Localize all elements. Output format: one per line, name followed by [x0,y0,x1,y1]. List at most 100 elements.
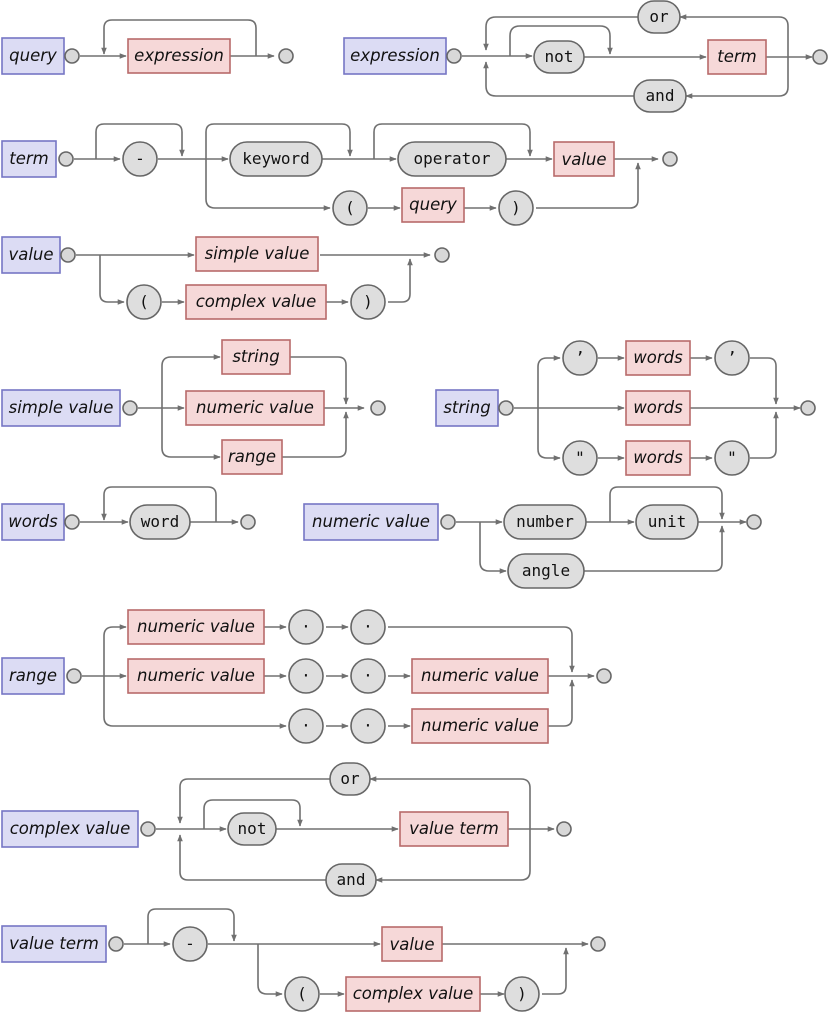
literal-dot [288,708,324,744]
rule-label-query [1,37,65,75]
nonterminal-complex-value-text: complex value [196,292,317,311]
rule-label-string [435,389,499,427]
rule-label-range-text: range [9,666,57,685]
literal-and [325,863,377,897]
rule-string: string ’ words ’ words " words " [435,340,816,476]
rule-label-term-text: term [9,149,48,168]
nonterminal-words [625,340,691,376]
start-terminal [498,400,514,416]
start-terminal [440,514,456,530]
nonterminal-complex-value [345,976,481,1012]
literal-minus-text: - [185,934,195,953]
nonterminal-numeric-value [127,609,265,645]
literal-number-text: number [516,512,574,531]
end-terminal [590,936,606,952]
literal-lparen [284,976,320,1012]
rule-expression: expression or not term and [343,0,828,113]
nonterminal-string [221,339,291,375]
end-terminal [746,514,762,530]
end-terminal [662,151,678,167]
literal-dot [350,658,386,694]
start-terminal [446,48,462,64]
literal-or [637,0,681,34]
literal-double-quote-close [714,440,750,476]
rule-label-numeric-value [303,503,439,541]
rule-numeric-value: numeric value number unit angle [303,486,762,589]
literal-dot [350,609,386,645]
nonterminal-value [553,141,615,177]
rule-label-complex-value-text: complex value [10,819,131,838]
nonterminal-value [381,926,443,962]
literal-not-text: not [545,47,574,66]
nonterminal-simple-value-text: simple value [205,244,310,263]
end-terminal [278,48,294,64]
literal-lparen-text: ( [297,984,307,1003]
nonterminal-numeric-value-text: numeric value [196,398,314,417]
start-terminal [58,151,74,167]
literal-lparen [332,190,368,226]
nonterminal-complex-value-text: complex value [353,984,474,1003]
end-terminal [800,400,816,416]
literal-single-quote-open-text: ’ [575,348,585,367]
rule-label-words [1,503,65,541]
literal-lparen [126,284,162,320]
literal-rparen-text: ) [363,292,373,311]
literal-not-text: not [238,819,267,838]
rule-label-range [1,657,65,695]
rule-label-string-text: string [443,398,490,417]
nonterminal-simple-value [195,236,319,272]
nonterminal-value-term [399,811,509,847]
literal-single-quote-close-text: ’ [727,348,737,367]
literal-keyword-text: keyword [242,149,309,168]
start-terminal [108,936,124,952]
nonterminal-term [707,39,767,75]
literal-word-text: word [141,512,180,531]
nonterminal-numeric-value-text: numeric value [137,617,255,636]
end-terminal [434,247,450,263]
nonterminal-value-text: value [561,150,606,169]
literal-operator-text: operator [413,149,490,168]
literal-single-quote-open [562,340,598,376]
literal-angle-text: angle [522,561,570,580]
literal-angle [507,553,585,589]
literal-dot-text: · [301,716,311,735]
literal-and-text: and [646,86,675,105]
nonterminal-complex-value [185,284,327,320]
rule-label-words-text: words [8,512,58,531]
literal-double-quote-open [562,440,598,476]
rule-range: range numeric value · · numeric value · … [1,609,612,744]
literal-or-text: or [649,7,669,26]
nonterminal-string-text: string [232,347,279,366]
rule-label-term [1,140,57,178]
nonterminal-numeric-value [411,708,549,744]
rule-label-complex-value [1,810,139,848]
rule-words: words word [1,486,256,541]
literal-keyword [229,141,323,177]
rule-label-value-term [1,925,107,963]
rule-value: value simple value ( complex value ) [1,236,450,320]
end-terminal [812,49,828,65]
literal-unit-text: unit [648,512,687,531]
literal-not [227,812,277,846]
rule-term: term - keyword operator value ( query ) [1,123,678,226]
start-terminal [64,48,80,64]
literal-rparen-text: ) [517,984,527,1003]
rule-label-expression [343,37,447,75]
literal-or [329,762,371,796]
rule-label-query-text: query [9,46,57,65]
literal-unit [635,504,699,540]
nonterminal-query [401,187,465,223]
literal-minus-text: - [135,149,145,168]
literal-minus [122,141,158,177]
end-terminal [596,668,612,684]
literal-dot [350,708,386,744]
literal-dot-text: · [301,617,311,636]
literal-dot-text: · [363,666,373,685]
start-terminal [140,821,156,837]
rule-label-value-text: value [8,245,53,264]
rule-simple-value: simple value string numeric value range [1,339,386,475]
literal-rparen [498,190,534,226]
literal-word [129,504,191,540]
literal-double-quote-close-text: " [727,448,737,467]
literal-rparen [350,284,386,320]
